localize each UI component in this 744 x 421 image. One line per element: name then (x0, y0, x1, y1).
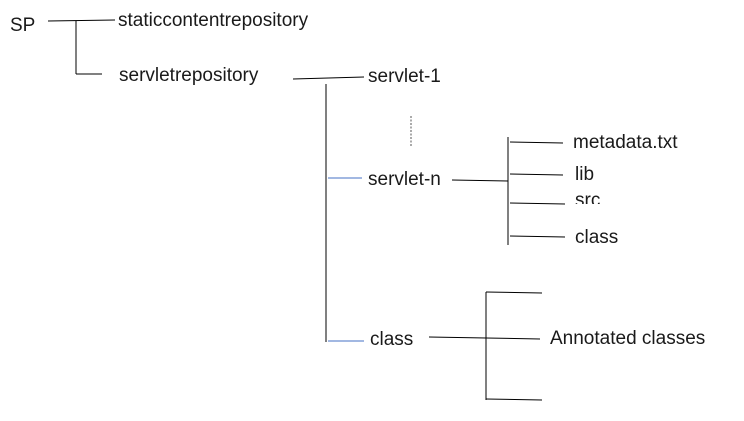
node-metadata: metadata.txt (573, 132, 678, 153)
node-class: class (370, 329, 414, 350)
connector-class-bottom (485, 398, 543, 401)
connector-repo-servlet1 (292, 76, 365, 80)
node-sp: SP (10, 15, 36, 36)
node-staticcontentrepository: staticcontentrepository (118, 10, 309, 31)
node-servletrepository: servletrepository (119, 65, 259, 86)
node-servlet-n: servlet-n (368, 169, 441, 190)
node-annotated-classes: Annotated classes (550, 328, 706, 349)
connector-class-annotated (485, 337, 541, 340)
connector-metadata (509, 141, 564, 144)
connector-class-top (485, 291, 543, 294)
node-lib: lib (575, 164, 595, 185)
connector-servletn-bracket (451, 179, 509, 182)
connector-class-sub (509, 235, 566, 238)
connector-sp-static (47, 19, 116, 22)
node-src: src (575, 191, 601, 204)
connector-lib (509, 173, 564, 176)
node-class-sub: class (575, 227, 619, 248)
connector-class-bracket (428, 336, 487, 339)
node-servlet-1: servlet-1 (368, 66, 441, 87)
connector-src (509, 202, 566, 205)
